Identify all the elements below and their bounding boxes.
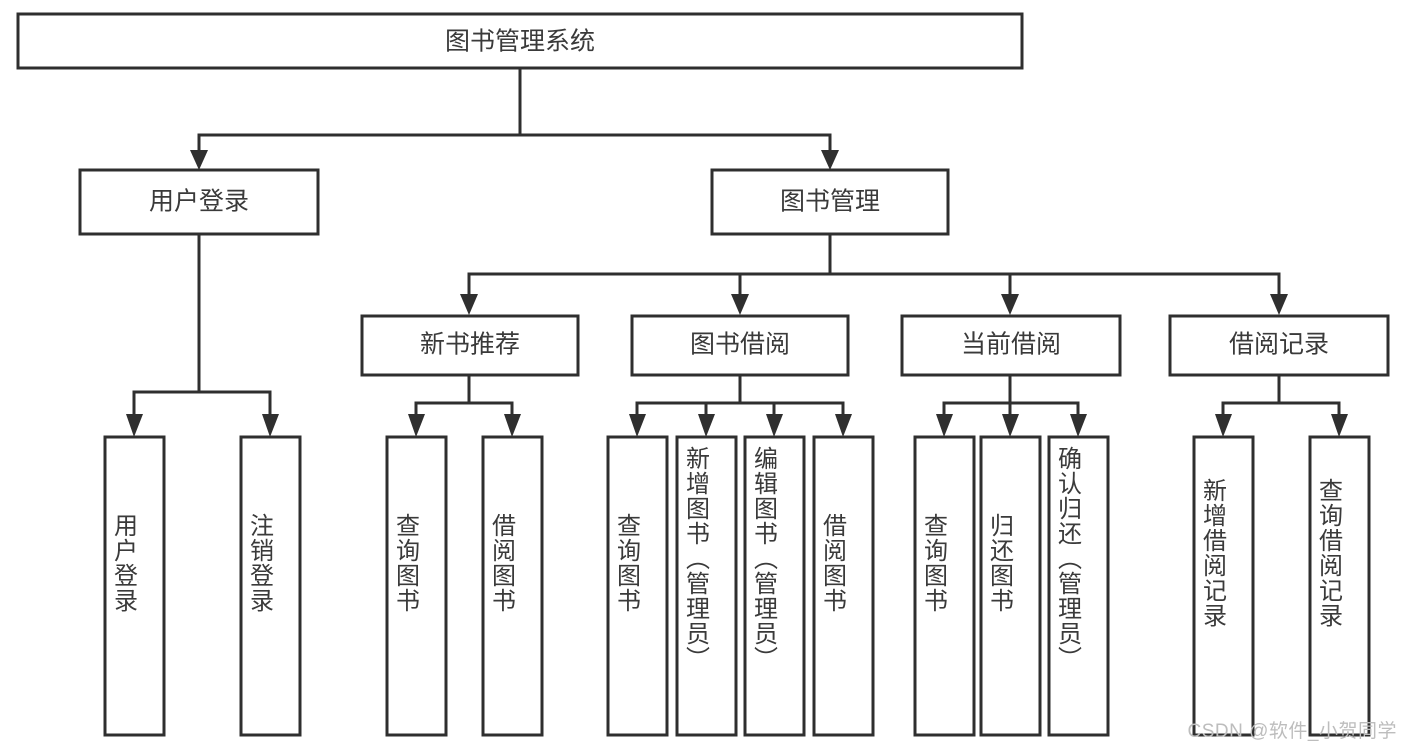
node-user-login[interactable]	[78, 168, 320, 236]
node-leaf-new-book-1[interactable]	[481, 435, 544, 737]
node-current-borrow[interactable]	[900, 314, 1122, 377]
arrow-icon-leaf-current-borrow-0	[936, 414, 953, 437]
node-book-borrow[interactable]	[630, 314, 850, 377]
arrow-icon-leaf-user-login-0	[126, 414, 143, 437]
arrowheads-layer	[126, 150, 1348, 437]
node-leaf-current-borrow-2[interactable]	[1047, 435, 1110, 737]
arrow-icon-leaf-book-borrow-3	[835, 414, 852, 437]
node-leaf-book-borrow-3[interactable]	[812, 435, 875, 737]
node-book-management[interactable]	[710, 168, 950, 236]
node-leaf-user-login-1[interactable]	[239, 435, 302, 737]
nodes-layer: 图书管理系统 用户登录 图书管理 新书推荐 图书借阅 当前借阅 借阅记录	[16, 12, 1390, 737]
arrow-icon-new-book	[460, 294, 478, 315]
node-leaf-borrow-record-1[interactable]	[1308, 435, 1371, 737]
arrow-icon-borrow-record	[1270, 294, 1288, 315]
node-book-borrow-label: 图书借阅	[690, 331, 790, 359]
node-new-book-recommend-label: 新书推荐	[420, 331, 520, 359]
node-leaf-current-borrow-0[interactable]	[913, 435, 976, 737]
arrow-icon-leaf-book-borrow-0	[629, 414, 646, 437]
arrow-icon-leaf-user-login-1	[262, 414, 279, 437]
arrow-icon-current-borrow	[1001, 294, 1019, 315]
node-leaf-book-borrow-1[interactable]	[675, 435, 738, 737]
arrow-icon-book-borrow	[731, 294, 749, 315]
node-leaf-borrow-record-0[interactable]	[1192, 435, 1255, 737]
node-leaf-book-borrow-0[interactable]	[606, 435, 669, 737]
node-borrow-records-label: 借阅记录	[1229, 331, 1329, 359]
node-user-login-label: 用户登录	[149, 188, 249, 216]
arrow-icon-user-login	[190, 150, 208, 170]
node-leaf-new-book-0[interactable]	[385, 435, 448, 737]
arrow-icon-leaf-current-borrow-2	[1070, 414, 1087, 437]
node-current-borrow-label: 当前借阅	[961, 331, 1061, 359]
node-root-system[interactable]	[16, 12, 1024, 70]
node-book-management-label: 图书管理	[780, 188, 880, 216]
arrow-icon-leaf-new-book-0	[408, 414, 425, 437]
node-root-system-label: 图书管理系统	[445, 28, 595, 56]
arrow-icon-leaf-borrow-record-0	[1215, 414, 1232, 437]
arrow-icon-leaf-current-borrow-1	[1002, 414, 1019, 437]
arrow-icon-book-manage	[821, 150, 839, 170]
arrow-icon-leaf-borrow-record-1	[1331, 414, 1348, 437]
node-new-book-recommend[interactable]	[360, 314, 580, 377]
edges-layer	[132, 66, 1341, 418]
arrow-icon-leaf-book-borrow-1	[698, 414, 715, 437]
node-borrow-records[interactable]	[1168, 314, 1390, 377]
node-leaf-book-borrow-2[interactable]	[743, 435, 806, 737]
arrow-icon-leaf-book-borrow-2	[766, 414, 783, 437]
node-leaf-user-login-0[interactable]	[103, 435, 166, 737]
node-leaf-current-borrow-1[interactable]	[979, 435, 1042, 737]
arrow-icon-leaf-new-book-1	[504, 414, 521, 437]
